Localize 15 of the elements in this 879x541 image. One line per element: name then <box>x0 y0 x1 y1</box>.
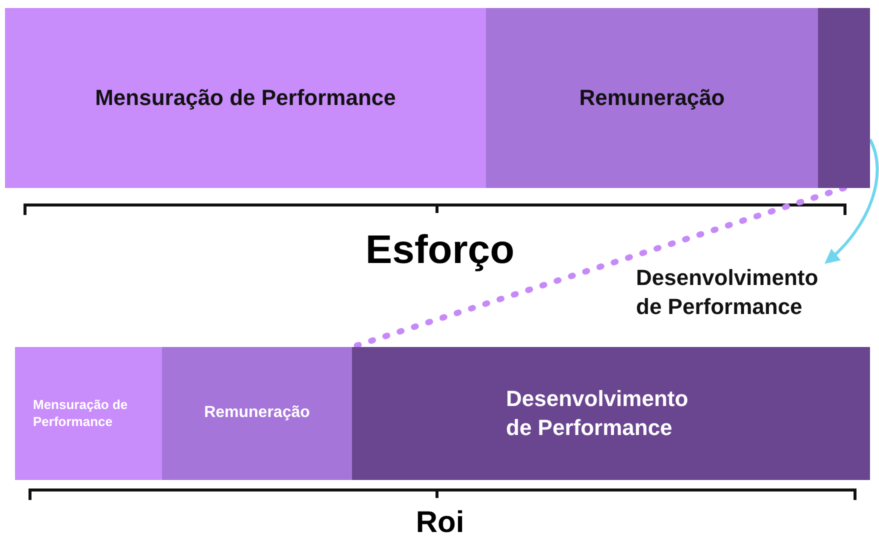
bar-segment <box>818 8 870 188</box>
bar-segment <box>486 8 818 188</box>
segment-label: Mensuração de Performance <box>95 84 396 112</box>
segment-label: Remuneração <box>204 403 310 424</box>
curved-arrow <box>824 138 879 264</box>
segment-label: Mensuração de Performance <box>33 396 129 430</box>
bar-segment <box>162 347 352 480</box>
segment-label: Desenvolvimento de Performance <box>506 384 690 442</box>
bracket-label: Esforço <box>364 228 516 273</box>
segment-label: Remuneração <box>579 84 725 112</box>
bracket-label: Roi <box>414 506 466 540</box>
bar-segment <box>5 8 486 188</box>
bar-segment <box>15 347 162 480</box>
bar-segment <box>352 347 870 480</box>
annotation-text: Desenvolvimento de Performance <box>636 264 820 321</box>
